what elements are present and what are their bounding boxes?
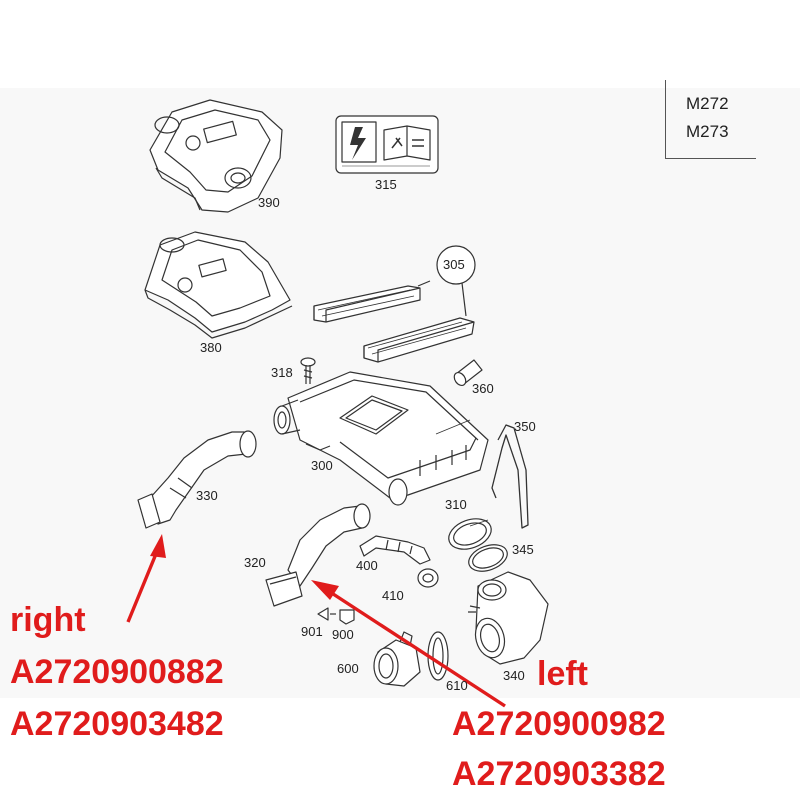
engine-cover-380 (144, 231, 293, 339)
part-label-340: 340 (503, 668, 525, 683)
part-label-380: 380 (200, 340, 222, 355)
annotation-left-code2: A2720903382 (452, 755, 666, 793)
ring-610 (427, 631, 449, 681)
part-label-320: 320 (244, 555, 266, 570)
part-label-390: 390 (258, 195, 280, 210)
air-filters-305 (313, 245, 476, 363)
hose-400 (359, 535, 431, 565)
annotation-right-title: right (10, 601, 86, 639)
annotation-left-title: left (537, 655, 588, 693)
sleeve-360 (453, 359, 483, 387)
elbow-duct-340 (468, 571, 549, 665)
warning-label-315 (335, 115, 439, 174)
annotation-arrows (126, 534, 506, 708)
seal-350 (491, 424, 529, 529)
part-label-900: 900 (332, 627, 354, 642)
intake-duct-320 (265, 503, 371, 607)
air-mass-sensor-600 (373, 631, 421, 687)
part-label-310: 310 (445, 497, 467, 512)
bolt-901-clip-900 (317, 607, 355, 625)
engine-cover-390 (149, 99, 283, 213)
intake-duct-330 (137, 430, 257, 529)
model-m273: M273 (686, 122, 729, 141)
part-label-360: 360 (472, 381, 494, 396)
part-label-315: 315 (375, 177, 397, 192)
air-filter-housing-300 (273, 371, 489, 506)
part-label-400: 400 (356, 558, 378, 573)
part-label-610: 610 (446, 678, 468, 693)
part-label-600: 600 (337, 661, 359, 676)
rings-310-345 (448, 518, 508, 572)
annotation-right-code1: A2720900882 (10, 653, 224, 691)
part-label-345: 345 (512, 542, 534, 557)
part-label-305: 305 (443, 257, 465, 272)
model-m272: M272 (686, 94, 729, 113)
annotation-right-code2: A2720903482 (10, 705, 224, 743)
annotation-left-code1: A2720900982 (452, 705, 666, 743)
part-label-410: 410 (382, 588, 404, 603)
engine-model-box: M272 M273 (665, 80, 756, 159)
part-label-901: 901 (301, 624, 323, 639)
part-label-330: 330 (196, 488, 218, 503)
part-label-318: 318 (271, 365, 293, 380)
screw-318 (300, 357, 316, 384)
part-label-300: 300 (311, 458, 333, 473)
part-label-350: 350 (514, 419, 536, 434)
clamp-410 (417, 568, 439, 588)
